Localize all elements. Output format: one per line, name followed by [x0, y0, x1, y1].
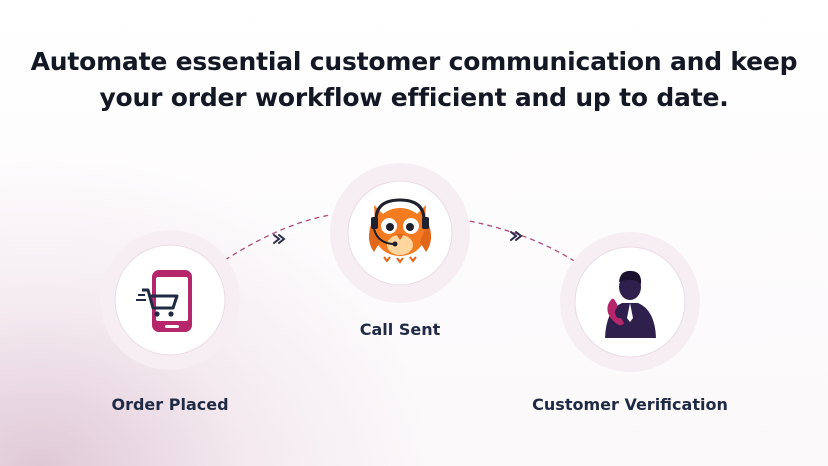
connector-order-to-call [209, 214, 331, 271]
step-label-customer-verification: Customer Verification [532, 395, 728, 414]
step-customer-verification [560, 232, 700, 372]
step-order-placed [100, 230, 240, 370]
agent-phone-icon [605, 270, 656, 338]
step-call-sent [330, 163, 470, 303]
arrow-icon [273, 234, 286, 244]
arrow-icon [510, 231, 523, 241]
step-label-order-placed: Order Placed [111, 395, 229, 414]
headline-line-1: Automate essential customer communicatio… [30, 47, 798, 76]
headline-line-2: your order workflow efficient and up to … [99, 83, 729, 112]
shopping-cart-phone-icon [136, 270, 192, 332]
connector-call-to-verification [451, 217, 586, 269]
step-label-call-sent: Call Sent [359, 320, 441, 339]
owl-headset-icon [368, 198, 432, 264]
headline: Automate essential customer communicatio… [20, 44, 808, 116]
